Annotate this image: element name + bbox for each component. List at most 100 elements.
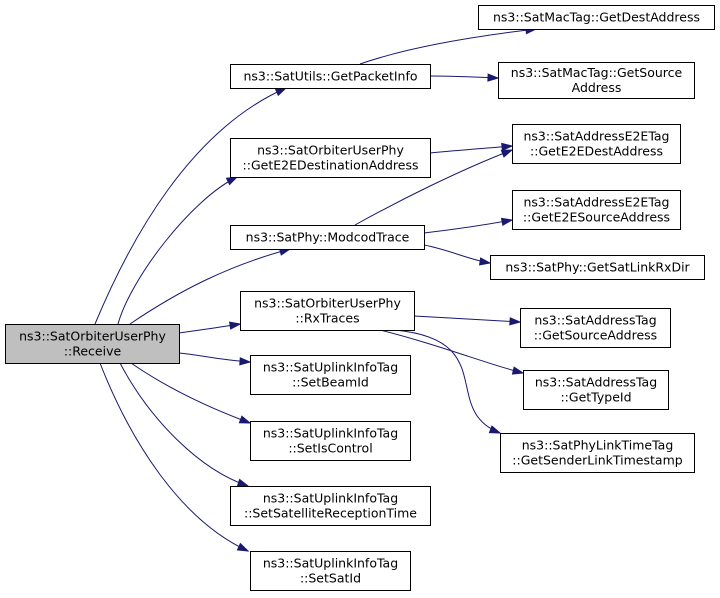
node-box[interactable] (250, 355, 411, 395)
edge-receive-to-get_packet_info (94, 87, 288, 325)
nodes-layer: ns3::SatOrbiterUserPhy::Receivens3::SatU… (5, 5, 715, 591)
node-label-line: ns3::SatAddressE2ETag (524, 195, 670, 210)
edge-line (354, 149, 513, 226)
edge-rx_traces-to-get_type_id (379, 329, 525, 375)
arrowhead (236, 542, 250, 552)
node-label-line: ::GetE2ESourceAddress (523, 210, 670, 225)
node-set-satellite-reception-time[interactable]: ns3::SatUplinkInfoTag::SetSatelliteRecep… (230, 486, 431, 526)
node-label-line: ns3::SatOrbiterUserPhy (19, 329, 166, 344)
edge-line (429, 145, 513, 154)
node-box[interactable] (250, 551, 411, 591)
node-get-dest-address[interactable]: ns3::SatMacTag::GetDestAddress (478, 5, 715, 30)
node-label-line: ns3::SatUplinkInfoTag (263, 556, 398, 571)
arrowhead (239, 357, 252, 366)
edge-line (359, 28, 537, 65)
node-rx-traces[interactable]: ns3::SatOrbiterUserPhy::RxTraces (240, 291, 415, 331)
node-label-line: ns3::SatUtils::GetPacketInfo (243, 69, 417, 84)
arrowhead (509, 317, 522, 326)
node-label-line: ::GetE2EDestAddress (530, 144, 663, 159)
node-box[interactable] (240, 291, 415, 331)
node-label-line: ns3::SatUplinkInfoTag (263, 491, 398, 506)
node-box[interactable] (512, 124, 681, 164)
node-box[interactable] (250, 421, 411, 461)
arrowhead (478, 257, 492, 266)
arrowhead (500, 149, 514, 158)
edge-line (394, 329, 501, 434)
node-box[interactable] (520, 308, 671, 348)
node-box[interactable] (498, 62, 695, 99)
node-box[interactable] (230, 138, 431, 178)
edge-receive-to-set_is_control (130, 362, 252, 424)
edge-receive-to-get_e2e_destination_address (117, 176, 239, 325)
node-get-source-address-mac[interactable]: ns3::SatMacTag::GetSourceAddress (498, 62, 695, 99)
node-box[interactable] (478, 5, 715, 30)
arrowhead (228, 321, 242, 330)
node-label-line: ::SetBeamId (292, 375, 369, 390)
node-label-line: ::SetIsControl (288, 441, 372, 456)
edge-modcod_trace-to-get_sat_link_rx_dir (423, 244, 492, 266)
edge-line (129, 248, 291, 325)
node-get-source-address-tag[interactable]: ns3::SatAddressTag::GetSourceAddress (520, 308, 671, 348)
node-label-line: ns3::SatUplinkInfoTag (263, 360, 398, 375)
node-box[interactable] (500, 433, 695, 473)
node-modcod-trace[interactable]: ns3::SatPhy::ModcodTrace (230, 225, 425, 250)
node-box[interactable] (490, 255, 705, 280)
node-box[interactable] (230, 225, 425, 250)
arrowhead (487, 73, 500, 82)
node-label-line: ::GetSenderLinkTimestamp (512, 453, 682, 468)
node-get-sat-link-rx-dir[interactable]: ns3::SatPhy::GetSatLinkRxDir (490, 255, 705, 280)
node-get-sender-link-timestamp[interactable]: ns3::SatPhyLinkTimeTag::GetSenderLinkTim… (500, 433, 695, 473)
edges-layer (94, 26, 538, 552)
arrowhead (500, 217, 514, 227)
edge-get_e2e_destination_address-to-get_e2e_dest_address (429, 142, 514, 154)
node-box[interactable] (523, 370, 669, 410)
node-label-line: ns3::SatPhy::ModcodTrace (246, 230, 410, 245)
node-box[interactable] (230, 486, 431, 526)
arrowhead (236, 478, 250, 487)
arrowhead (225, 176, 239, 186)
edge-receive-to-set_satellite_reception_time (119, 362, 250, 487)
node-get-type-id[interactable]: ns3::SatAddressTag::GetTypeId (523, 370, 669, 410)
node-box[interactable] (5, 324, 180, 364)
node-label-line: ns3::SatMacTag::GetSource (511, 65, 683, 80)
arrowhead (238, 415, 252, 424)
edge-line (379, 329, 524, 374)
node-get-e2e-dest-address[interactable]: ns3::SatAddressE2ETag::GetE2EDestAddress (512, 124, 681, 164)
edge-line (99, 362, 249, 552)
node-get-e2e-destination-address[interactable]: ns3::SatOrbiterUserPhy::GetE2EDestinatio… (230, 138, 431, 178)
edge-receive-to-set_beam_id (178, 352, 252, 366)
edge-line (94, 87, 287, 325)
edge-get_packet_info-to-get_dest_address (359, 26, 538, 65)
node-label-line: ns3::SatPhy::GetSatLinkRxDir (505, 260, 690, 275)
node-receive[interactable]: ns3::SatOrbiterUserPhy::Receive (5, 324, 180, 364)
node-label-line: ::RxTraces (295, 311, 359, 326)
node-set-sat-id[interactable]: ns3::SatUplinkInfoTag::SetSatId (250, 551, 411, 591)
edge-line (119, 362, 249, 487)
edge-line (178, 352, 251, 363)
arrowhead (511, 366, 525, 375)
node-label-line: ns3::SatMacTag::GetDestAddress (493, 10, 700, 25)
arrowhead (488, 425, 502, 434)
edge-get_packet_info-to-get_source_address_mac (429, 73, 500, 82)
edge-modcod_trace-to-get_e2e_source_address (423, 217, 514, 234)
edge-line (423, 219, 513, 234)
arrowhead (274, 87, 288, 97)
node-label-line: ::SetSatId (300, 571, 361, 586)
node-label-line: ns3::SatAddressTag (534, 313, 656, 328)
node-label-line: ::Receive (64, 344, 122, 359)
node-set-beam-id[interactable]: ns3::SatUplinkInfoTag::SetBeamId (250, 355, 411, 395)
node-box[interactable] (230, 64, 431, 89)
node-box[interactable] (512, 190, 681, 230)
node-get-e2e-source-address[interactable]: ns3::SatAddressE2ETag::GetE2ESourceAddre… (512, 190, 681, 230)
edge-line (117, 176, 238, 325)
node-get-packet-info[interactable]: ns3::SatUtils::GetPacketInfo (230, 64, 431, 89)
node-label-line: Address (572, 80, 622, 95)
node-label-line: ns3::SatAddressTag (535, 375, 657, 390)
edge-rx_traces-to-get_sender_link_timestamp (394, 329, 502, 434)
node-label-line: ns3::SatOrbiterUserPhy (257, 143, 404, 158)
node-set-is-control[interactable]: ns3::SatUplinkInfoTag::SetIsControl (250, 421, 411, 461)
node-label-line: ::GetE2EDestinationAddress (243, 158, 419, 173)
node-label-line: ::GetSourceAddress (534, 328, 657, 343)
edge-line (130, 362, 251, 424)
